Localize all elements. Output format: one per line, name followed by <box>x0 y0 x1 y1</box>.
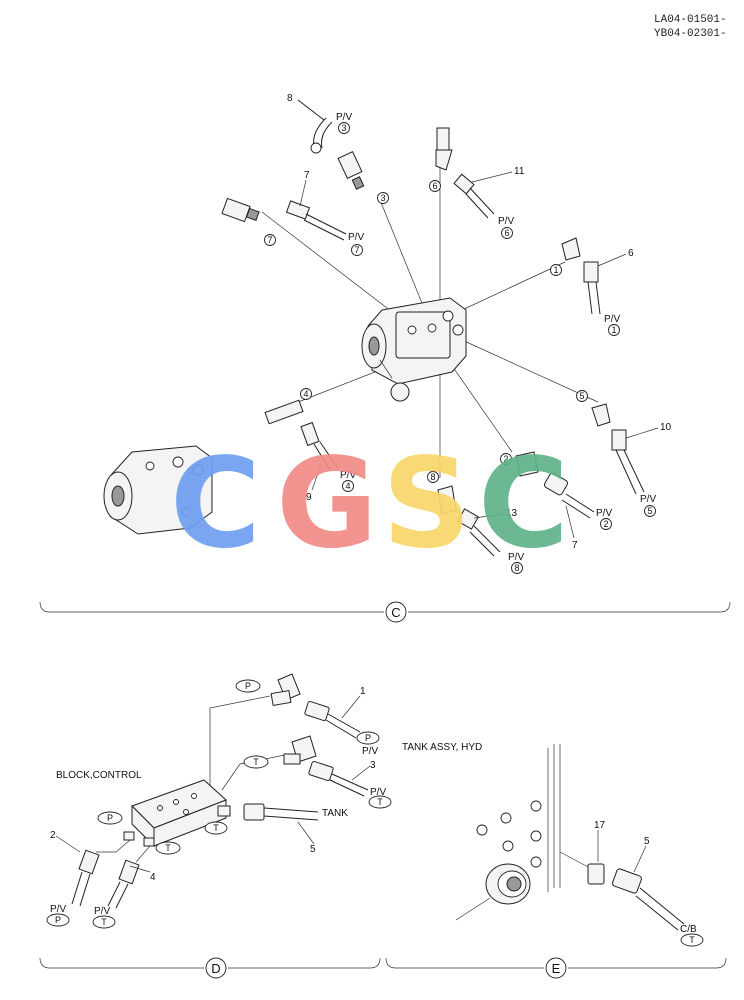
callout-3: 3 <box>370 760 376 771</box>
callout-5-e: 5 <box>644 836 650 847</box>
port-tank: TANK <box>322 808 348 819</box>
port-pv5-num: 5 <box>647 506 652 516</box>
callout-9: 9 <box>306 492 312 503</box>
watermark-logo: C G S C <box>170 432 569 576</box>
pump-port-6: 6 <box>432 181 437 191</box>
callout-7-top: 7 <box>304 170 310 181</box>
callout-1: 1 <box>360 686 366 697</box>
port-pv1-num: 1 <box>611 325 616 335</box>
watermark-letter-g: G <box>276 432 378 576</box>
oval-t-block: T <box>165 843 171 853</box>
elbow-p: P <box>235 673 301 707</box>
callout-4: 4 <box>150 872 156 883</box>
fitting-part-9: 4 9 P/V 4 <box>264 388 356 503</box>
hose-part-5-cb: 5 C/B T <box>612 836 704 947</box>
port-pv6-num: 6 <box>504 228 509 238</box>
port-pv7-text: P/V <box>348 232 364 243</box>
pump-port-5: 5 <box>579 391 584 401</box>
pump-port-3: 3 <box>380 193 385 203</box>
hydraulic-pump-assembly <box>361 297 467 402</box>
tank-assy-title: TANK ASSY, HYD <box>402 742 482 753</box>
callout-2: 2 <box>50 830 56 841</box>
section-c-label: C <box>391 605 400 620</box>
callout-10: 10 <box>660 422 672 433</box>
port-pv8-text: P/V <box>508 552 524 563</box>
port-pv8-num: 8 <box>514 563 519 573</box>
pump-port-4: 4 <box>303 389 308 399</box>
watermark-letter-c1: C <box>170 432 261 576</box>
callout-6: 6 <box>628 248 634 259</box>
fitting-part-17: 17 <box>559 820 606 885</box>
section-e: TANK ASSY, HYD 17 <box>385 742 727 979</box>
port-pv4-num: 4 <box>345 481 350 491</box>
hose-part-2: 2 P/V P <box>46 830 100 927</box>
fitting-part-13: 8 13 P/V 8 <box>427 471 524 574</box>
part-code-2: YB04-02301- <box>654 28 727 40</box>
oval-cb: T <box>689 935 695 945</box>
hose-part-4: 4 P/V T <box>92 859 156 929</box>
section-d: BLOCK,CONTROL P 1 <box>39 673 392 979</box>
tank-strainer <box>455 863 531 921</box>
hose-part-3: 3 P/V T <box>308 760 392 809</box>
callout-7-bottom: 7 <box>572 540 578 551</box>
port-pv4-text: P/V <box>340 470 356 481</box>
control-block <box>123 779 227 848</box>
fitting-part-8: 8 P/V 3 <box>287 93 352 154</box>
fitting-part-10: 5 10 P/V 5 <box>576 390 672 517</box>
fitting-part-6: 1 6 P/V 1 <box>550 237 634 336</box>
fitting-part-7-bottom: 2 7 P/V 2 <box>500 451 612 551</box>
block-control-title: BLOCK,CONTROL <box>56 770 142 781</box>
tank-wall <box>476 744 561 892</box>
hose-part-1: 1 P P/V <box>304 686 380 757</box>
callout-5-d: 5 <box>310 844 316 855</box>
oval-pvp-left: P <box>55 915 61 925</box>
port-pv1-text: P/V <box>604 314 620 325</box>
section-c: 8 P/V 3 3 7 7 P/V 7 <box>39 93 731 623</box>
connector-3: 3 <box>337 150 389 204</box>
pump-port-8: 8 <box>430 472 435 482</box>
port-pv2-num: 2 <box>603 519 608 529</box>
part-code-1: LA04-01501- <box>654 14 727 26</box>
fitting-part-11: 6 11 P/V 6 <box>429 127 525 239</box>
oval-pvt-left: T <box>101 917 107 927</box>
pump-port-2: 2 <box>503 454 508 464</box>
port-pvp-right-text: P/V <box>362 746 378 757</box>
port-pvt-left-text: P/V <box>94 906 110 917</box>
pump-port-7: 7 <box>267 235 272 245</box>
watermark-letter-c2: C <box>478 432 569 576</box>
port-pv7-num: 7 <box>354 245 359 255</box>
port-pvt-right-text: P/V <box>370 787 386 798</box>
port-pv5-text: P/V <box>640 494 656 505</box>
callout-11: 11 <box>514 166 525 177</box>
pump-port-1: 1 <box>553 265 558 275</box>
section-c-bracket: C <box>39 601 731 623</box>
oval-pvp-right: P <box>365 733 371 743</box>
port-pv3-num: 3 <box>341 123 346 133</box>
hose-part-5-tank: TANK 5 T <box>204 803 348 855</box>
oval-t-fit: T <box>213 823 219 833</box>
port-pv2-text: P/V <box>596 508 612 519</box>
callout-17: 17 <box>594 820 606 831</box>
oval-t-mid: T <box>253 757 259 767</box>
section-e-label: E <box>552 961 561 976</box>
port-pv6-text: P/V <box>498 216 514 227</box>
section-d-label: D <box>211 961 220 976</box>
section-e-bracket: E <box>385 957 727 979</box>
callout-8: 8 <box>287 93 293 104</box>
port-pv3-text: P/V <box>336 112 352 123</box>
oval-p-block: P <box>107 813 113 823</box>
watermark-letter-s: S <box>382 432 471 576</box>
port-pvp-left-text: P/V <box>50 904 66 915</box>
oval-pvt-right: T <box>377 797 383 807</box>
elbow-t: T <box>243 735 317 769</box>
callout-13: 13 <box>506 508 518 519</box>
oval-p-top: P <box>245 681 251 691</box>
port-cb-text: C/B <box>680 924 697 935</box>
section-d-bracket: D <box>39 957 381 979</box>
secondary-pump-assembly <box>103 445 213 535</box>
fitting-part-7-top: 7 7 P/V 7 <box>221 170 364 256</box>
